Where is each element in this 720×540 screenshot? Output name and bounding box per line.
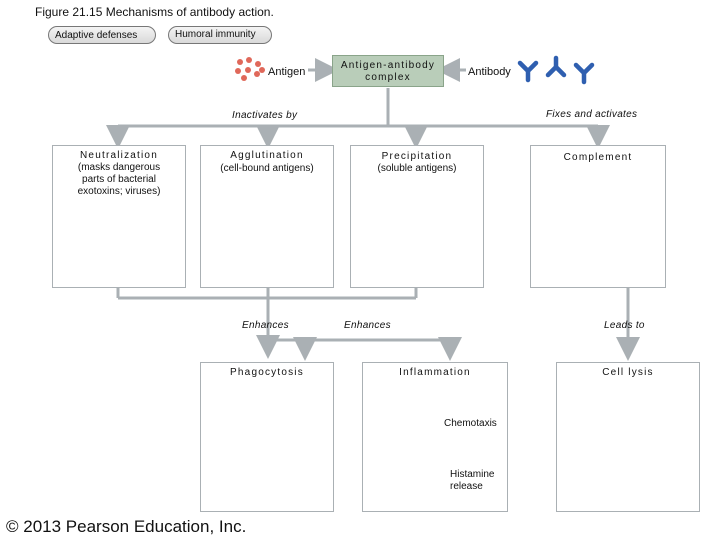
histamine-label-1: Histamine bbox=[450, 469, 495, 480]
inactivates-by-label: Inactivates by bbox=[232, 110, 298, 121]
neutralization-desc-2: parts of bacterial bbox=[82, 174, 156, 185]
adaptive-defenses-label: Adaptive defenses bbox=[55, 30, 138, 41]
cell-lysis-panel: Cell lysis bbox=[556, 362, 700, 512]
agglutination-panel: Agglutination (cell-bound antigens) bbox=[200, 145, 334, 288]
humoral-immunity-label: Humoral immunity bbox=[175, 29, 256, 40]
neutralization-desc-1: (masks dangerous bbox=[77, 162, 161, 173]
complex-label-line-1: Antigen-antibody bbox=[340, 60, 436, 71]
antibody-icon bbox=[520, 58, 592, 82]
cell-lysis-title: Cell lysis bbox=[602, 367, 654, 378]
inflammation-title: Inflammation bbox=[399, 367, 471, 378]
antigen-antibody-complex-box: Antigen-antibody complex bbox=[332, 55, 444, 87]
enhances-label-2: Enhances bbox=[344, 320, 391, 331]
fixes-and-activates-label: Fixes and activates bbox=[546, 109, 638, 120]
enhances-label-1: Enhances bbox=[242, 320, 289, 331]
leads-to-label: Leads to bbox=[604, 320, 645, 331]
inflammation-panel: Inflammation bbox=[362, 362, 508, 512]
antigen-icon bbox=[235, 57, 265, 81]
neutralization-title: Neutralization bbox=[80, 150, 158, 161]
agglutination-title: Agglutination bbox=[230, 150, 304, 161]
figure-title: Figure 21.15 Mechanisms of antibody acti… bbox=[35, 5, 274, 19]
humoral-immunity-pill: Humoral immunity bbox=[168, 26, 272, 44]
complement-panel: Complement bbox=[530, 145, 666, 288]
chemotaxis-label: Chemotaxis bbox=[444, 418, 497, 429]
histamine-label-2: release bbox=[450, 481, 483, 492]
neutralization-desc-3: exotoxins; viruses) bbox=[77, 186, 161, 197]
neutralization-panel: Neutralization (masks dangerous parts of… bbox=[52, 145, 186, 288]
antibody-label: Antibody bbox=[468, 66, 511, 78]
precipitation-desc: (soluble antigens) bbox=[377, 163, 457, 174]
agglutination-desc: (cell-bound antigens) bbox=[220, 163, 314, 174]
complement-title: Complement bbox=[563, 152, 633, 163]
antigen-label: Antigen bbox=[268, 66, 306, 78]
precipitation-panel: Precipitation (soluble antigens) bbox=[350, 145, 484, 288]
precipitation-title: Precipitation bbox=[381, 151, 453, 162]
phagocytosis-title: Phagocytosis bbox=[230, 367, 304, 378]
adaptive-defenses-pill: Adaptive defenses bbox=[48, 26, 156, 44]
complex-label-line-2: complex bbox=[365, 72, 411, 83]
copyright-text: © 2013 Pearson Education, Inc. bbox=[6, 517, 247, 536]
phagocytosis-panel: Phagocytosis bbox=[200, 362, 334, 512]
